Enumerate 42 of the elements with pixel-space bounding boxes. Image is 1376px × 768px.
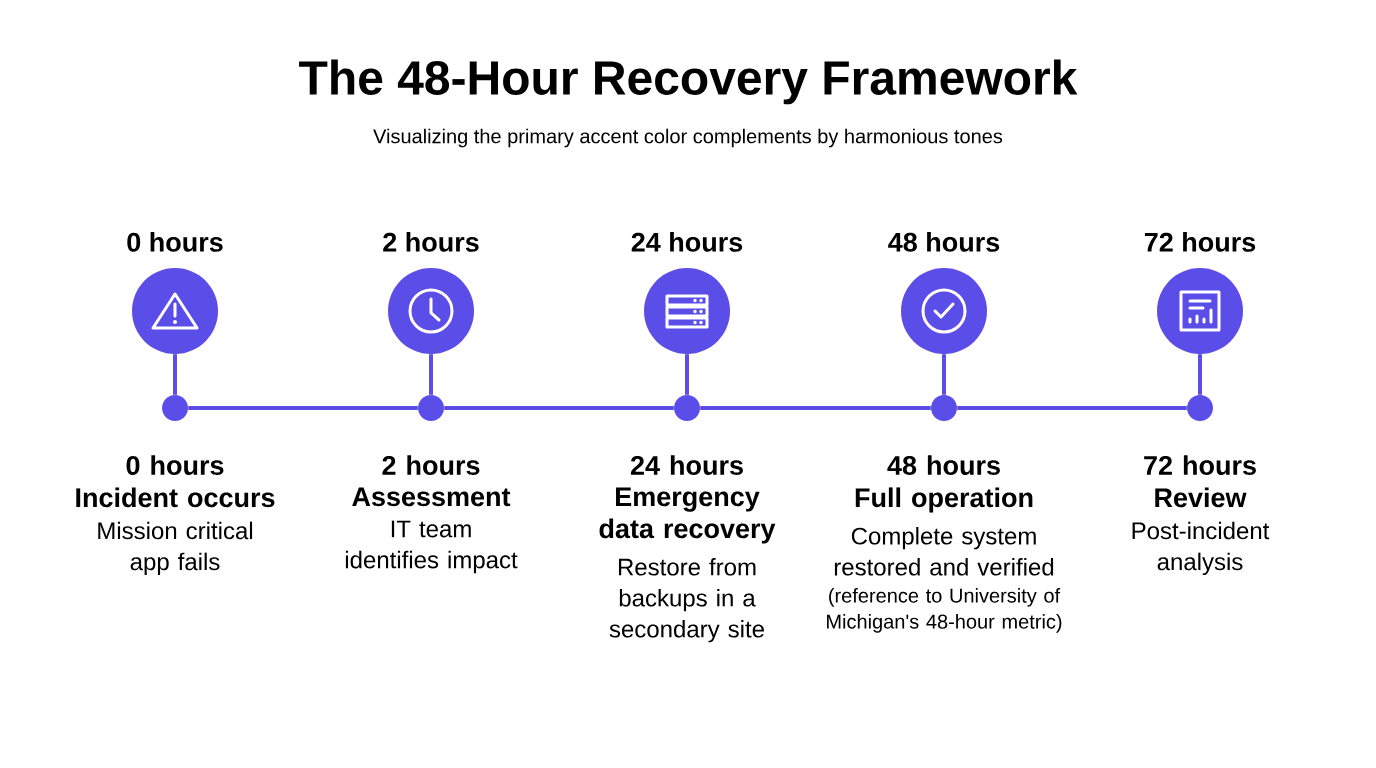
time-label: 48 hours [887,455,1000,476]
connector-line [685,354,689,395]
time-label: 2 hours [383,231,479,252]
subtitle: Visualizing the primary accent color complements by harmonious tones [373,128,1003,148]
connector-line [942,354,946,395]
time-label: 24 hours [631,231,743,252]
time-label: 72 hours [1144,231,1256,252]
title: The 48-Hour Recovery Framework [299,59,1078,105]
timeline-dot [418,395,444,421]
step-description: Restore from backups in a secondary site [609,558,764,643]
step-title: Assessment [352,487,511,507]
timeline-dot [931,395,957,421]
connector-line [173,354,177,395]
connector-line [429,354,433,395]
time-label: 24 hours [630,455,743,476]
icon-circle [1157,268,1243,354]
connector-line [1198,354,1202,395]
time-label: 2 hours [382,455,480,476]
connector-line [444,406,674,410]
connector-line [188,406,418,410]
step-title: Full operation [855,487,1033,513]
timeline-dot [162,395,188,421]
time-label: 72 hours [1144,455,1256,476]
connector-line [957,406,1187,410]
connector-line [700,406,931,410]
step-description: IT team identifies impact [345,520,518,574]
icon-circle [132,268,218,354]
note-text: (reference to University of Michigan's 48-hour metric) [827,588,1062,633]
icon-circle [644,268,730,354]
step-description: Post-incident analysis [1132,521,1270,576]
step-description: Complete system restored and verified [834,527,1054,576]
time-label: 0 hours [127,231,223,252]
timeline-dot [1187,395,1213,421]
step-title: Incident occurs [76,487,275,508]
step-title: Review [1155,487,1247,508]
icon-circle [388,268,474,354]
timeline-dot [674,395,700,421]
step-description: Mission critical app fails [98,521,253,576]
step-title: Emergency data recovery [599,487,776,544]
icon-circle [901,268,987,354]
time-label: 48 hours [888,231,1000,252]
time-label: 0 hours [126,455,224,476]
